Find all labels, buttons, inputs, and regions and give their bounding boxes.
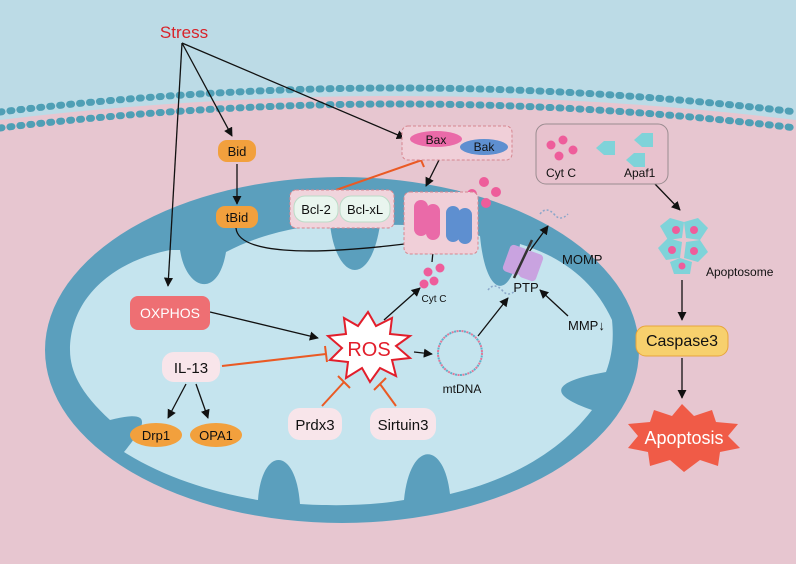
tbid-label: tBid — [226, 210, 248, 225]
bak-pore-2 — [458, 208, 472, 244]
mtdna-label: mtDNA — [443, 382, 482, 396]
bak-protein — [460, 139, 508, 155]
inhibit-prdx3-ros-bar — [337, 375, 351, 389]
arrow-bax-pore — [425, 157, 441, 187]
apoptosome — [658, 218, 708, 274]
bax-bak-complex: Bax Bak — [401, 125, 513, 161]
caspase3-node: Caspase3 — [635, 325, 729, 357]
momp-label: MOMP — [562, 252, 602, 267]
arrow-stress-bax — [181, 42, 406, 139]
bclxl-protein — [339, 195, 391, 223]
apoptosis-label: Apoptosis — [644, 428, 723, 448]
inhibit-sirtuin3-ros — [379, 383, 397, 407]
il13-node: IL-13 — [162, 352, 220, 382]
inhibit-il13-ros-bar — [324, 345, 328, 363]
arrow-ros-cytc — [383, 287, 421, 321]
sirtuin3-node: Sirtuin3 — [370, 408, 436, 440]
inhibit-prdx3-ros — [321, 381, 345, 407]
stress-label: Stress — [160, 23, 208, 42]
caspase3-label: Caspase3 — [646, 333, 718, 350]
arrow-ros-mtdna — [413, 348, 433, 358]
mito-pore — [403, 191, 479, 255]
mtdna-icon — [437, 330, 483, 376]
bcl2-label: Bcl-2 — [301, 202, 331, 217]
drp1-label: Drp1 — [142, 428, 170, 443]
bax-protein — [410, 131, 462, 147]
arrow-mmp-ptp — [539, 289, 569, 317]
bax-label: Bax — [426, 133, 447, 147]
cytc-cyto-dots — [546, 135, 578, 161]
arrow-oxphos-ros — [209, 311, 319, 341]
il13-label: IL-13 — [174, 360, 208, 377]
mito-cytc-label: Cyt C — [422, 294, 447, 305]
arrow-stress-oxphos — [163, 42, 183, 287]
oxphos-node: OXPHOS — [130, 296, 210, 330]
mito-cytc-dots — [419, 263, 445, 289]
prdx3-node: Prdx3 — [288, 408, 342, 440]
arrow-mtdna-ptp — [477, 297, 509, 337]
arrow-tbid-pore — [235, 227, 421, 252]
drp1-node: Drp1 — [130, 423, 182, 447]
ros-node: ROS — [325, 310, 413, 384]
arrow-il13-drp1 — [167, 383, 187, 419]
inhibit-bcl-bax — [335, 159, 423, 191]
bcl2-protein — [293, 195, 339, 223]
inhibit-sirtuin3-ros-bar — [373, 377, 387, 391]
apaf1-shapes — [596, 133, 653, 167]
cytc-cyto-label: Cyt C — [546, 166, 576, 180]
prdx3-label: Prdx3 — [295, 417, 334, 434]
bid-node: Bid — [218, 140, 256, 162]
bak-label: Bak — [474, 140, 496, 154]
oxphos-label: OXPHOS — [140, 305, 200, 321]
tbid-node: tBid — [216, 206, 258, 228]
cytc-apaf1-box: Cyt C Apaf1 — [535, 123, 669, 185]
apoptosome-label: Apoptosome — [706, 265, 774, 279]
bcl-complex: Bcl-2 Bcl-xL — [289, 189, 395, 229]
mtdna-fragments — [487, 209, 569, 295]
bax-pore-2 — [426, 204, 440, 240]
ros-label: ROS — [347, 339, 390, 361]
cell-membrane-inner — [0, 100, 796, 132]
mmp-label: MMP↓ — [568, 318, 605, 333]
cell-membrane-outer — [0, 84, 796, 116]
arrow-il13-opa1 — [195, 383, 210, 419]
bclxl-label: Bcl-xL — [347, 202, 383, 217]
opa1-node: OPA1 — [190, 423, 242, 447]
arrow-to-apoptosome — [654, 183, 681, 211]
apaf1-label: Apaf1 — [624, 166, 656, 180]
apoptosis-node: Apoptosis — [628, 404, 740, 472]
inhibit-il13-ros — [221, 353, 327, 367]
arrow-stress-bid — [181, 42, 233, 137]
ptp-channel — [502, 239, 544, 282]
ptp-label: PTP — [513, 280, 538, 295]
bid-label: Bid — [228, 144, 247, 159]
bax-pore-1 — [414, 200, 428, 236]
opa1-label: OPA1 — [199, 428, 233, 443]
bak-pore-1 — [446, 206, 460, 242]
sirtuin3-label: Sirtuin3 — [378, 417, 429, 434]
